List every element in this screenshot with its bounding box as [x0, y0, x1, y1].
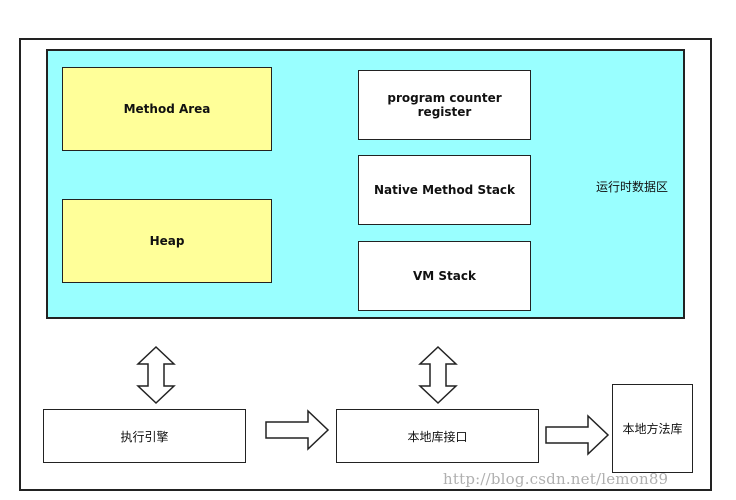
- vm-stack-box: VM Stack: [358, 241, 531, 311]
- pc-register-box: program counter register: [358, 70, 531, 140]
- heap-box: Heap: [62, 199, 272, 283]
- interface-to-library-arrow-icon: [545, 414, 610, 456]
- execution-engine-box: 执行引擎: [43, 409, 246, 463]
- watermark-url: http://blog.csdn.net/lemon89: [443, 470, 669, 488]
- native-method-library-box: 本地方法库: [612, 384, 693, 473]
- runtime-data-area-label: 运行时数据区: [596, 180, 669, 194]
- engine-to-interface-arrow-icon: [265, 409, 330, 451]
- engine-runtime-double-arrow-icon: [136, 345, 176, 405]
- interface-runtime-double-arrow-icon: [418, 345, 458, 405]
- native-interface-box: 本地库接口: [336, 409, 539, 463]
- method-area-box: Method Area: [62, 67, 272, 151]
- native-method-stack-box: Native Method Stack: [358, 155, 531, 225]
